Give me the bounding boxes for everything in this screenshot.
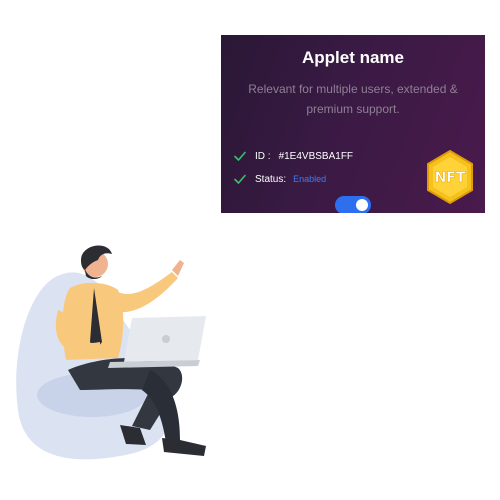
id-label: ID : <box>255 150 271 162</box>
status-label: Status: <box>255 173 287 185</box>
applet-title: Applet name <box>301 48 405 67</box>
status-value: Enabled <box>293 174 327 184</box>
status-row: Status: Enabled <box>233 172 326 186</box>
check-icon <box>234 151 246 161</box>
enable-toggle[interactable] <box>335 196 371 213</box>
nft-badge-icon: NFT <box>427 149 473 205</box>
check-icon <box>234 174 246 184</box>
applet-card: Applet name Relevant for multiple users,… <box>221 35 485 213</box>
badge-text: NFT <box>435 170 466 186</box>
id-value: #1E4VBSBA1FF <box>278 150 354 162</box>
id-row: ID : #1E4VBSBA1FF <box>233 149 353 163</box>
toggle-knob[interactable] <box>356 199 368 211</box>
person-laptop-illustration <box>16 245 206 460</box>
applet-description: Relevant for multiple users, extended & … <box>248 82 458 116</box>
